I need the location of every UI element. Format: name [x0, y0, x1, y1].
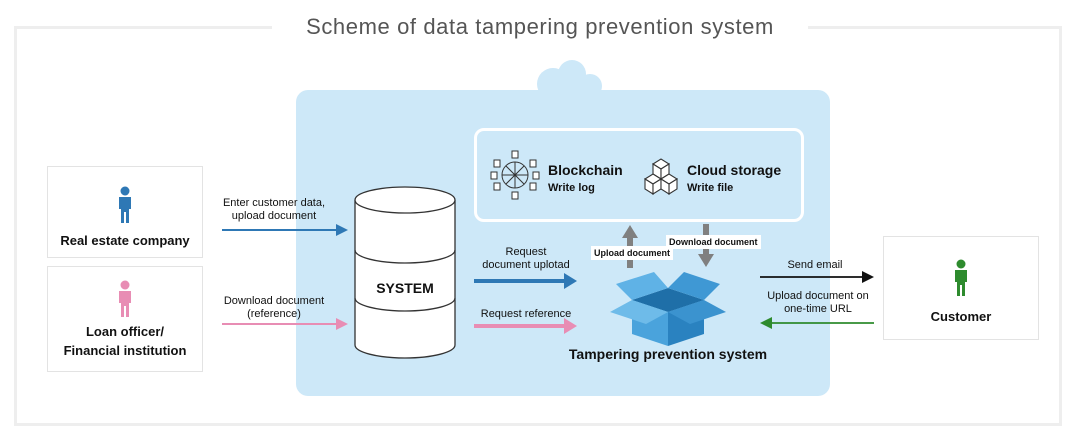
person-icon-customer — [955, 259, 967, 296]
blockchain-title: Blockchain — [548, 162, 623, 178]
arrow-send-email — [760, 271, 874, 283]
send-email-label: Send email — [787, 259, 843, 271]
open-box-icon — [610, 272, 726, 346]
request-upload-label-line1: Request — [505, 246, 547, 258]
person-icon-loan-officer — [119, 280, 131, 317]
enter-data-label-line1: Enter customer data, — [222, 197, 326, 209]
arrow-request-upload — [474, 273, 577, 289]
download-reference-label-line1: Download document — [223, 295, 325, 307]
upload-url-label-line1: Upload document on — [767, 290, 869, 302]
loan-officer-label-line2: Financial institution — [63, 343, 187, 358]
download-document-label: Download document — [666, 235, 761, 249]
blockchain-icon — [490, 150, 540, 200]
storage-panel — [474, 128, 804, 222]
request-reference-label: Request reference — [480, 308, 572, 320]
customer-box: Customer — [883, 236, 1039, 340]
arrow-download-reference — [222, 318, 348, 330]
arrow-upload-url — [760, 317, 874, 329]
cloud-storage-title: Cloud storage — [687, 162, 782, 178]
database-icon — [354, 186, 456, 359]
upload-document-label: Upload document — [591, 246, 673, 260]
customer-label: Customer — [930, 309, 992, 324]
upload-url-label-line2: one-time URL — [784, 303, 852, 315]
loan-officer-box: Loan officer/ Financial institution — [47, 266, 203, 372]
system-label: SYSTEM — [376, 280, 434, 296]
real-estate-label: Real estate company — [60, 233, 190, 248]
arrow-enter-data — [222, 224, 348, 236]
title-text: Scheme of data tampering prevention syst… — [272, 14, 808, 39]
tamper-system-label: Tampering prevention system — [568, 346, 768, 362]
person-icon-real-estate — [119, 186, 131, 223]
request-upload-label-line2: document uplotad — [482, 259, 570, 271]
download-reference-label-line2: (reference) — [247, 308, 301, 320]
enter-data-label-line2: upload document — [231, 210, 317, 222]
cloud-storage-icon — [643, 158, 679, 195]
cloud-storage-subtitle: Write file — [687, 182, 734, 194]
blockchain-subtitle: Write log — [548, 182, 595, 194]
loan-officer-label-line1: Loan officer/ — [85, 324, 164, 339]
arrow-request-reference — [474, 318, 577, 334]
real-estate-box: Real estate company — [47, 166, 203, 258]
page-title: Scheme of data tampering prevention syst… — [0, 14, 1080, 40]
